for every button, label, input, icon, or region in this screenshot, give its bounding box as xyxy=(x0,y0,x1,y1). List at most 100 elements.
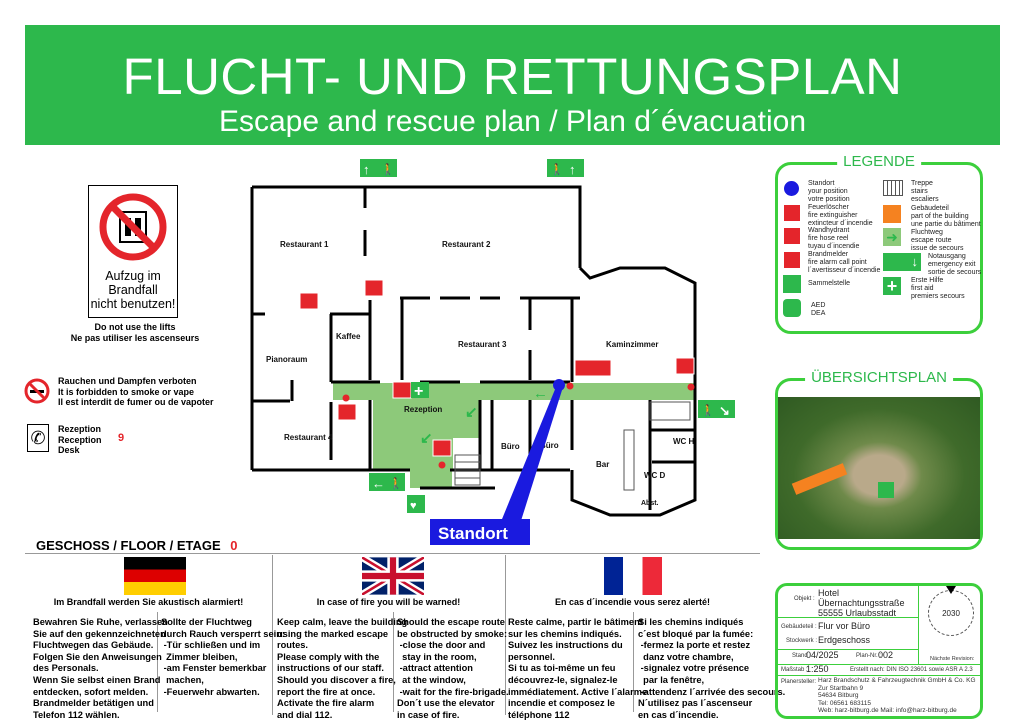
walls xyxy=(250,185,697,517)
instruction-text: Should the escape route be obstructed by… xyxy=(397,617,509,720)
phone-label-en: Reception xyxy=(58,434,102,445)
standort-pointer xyxy=(500,387,563,524)
legend: LEGENDE Standort your position votre pos… xyxy=(775,153,983,334)
legend-item: Wandhydrant fire hose reel tuyau d´incen… xyxy=(808,227,860,250)
stockwerk-value: Erdgeschoss xyxy=(818,635,871,645)
planersteller-line: 54634 Bitburg xyxy=(818,692,859,700)
overview-panel: ÜBERSICHTSPLAN xyxy=(775,369,983,550)
first-aid-icon xyxy=(411,382,429,398)
lift-warning-fr: Ne pas utiliser les ascenseurs xyxy=(70,332,200,343)
building-highlight xyxy=(791,463,848,495)
room-label: Büro xyxy=(540,441,559,450)
fire-extinguisher-icons xyxy=(299,279,695,457)
gebaeudeteil-label: Gebäudeteil : xyxy=(781,624,817,630)
lift-sign-text: nicht benutzen! xyxy=(90,297,176,311)
phone-label-de: Rezeption xyxy=(58,424,102,434)
emergency-exit-icon: ↓ xyxy=(883,253,921,271)
room-label: Pianoraum xyxy=(266,355,307,364)
svg-text:↘: ↘ xyxy=(719,403,730,418)
phone-icon: ✆ xyxy=(27,424,49,452)
position-dot-icon xyxy=(784,181,799,196)
objekt-value: Hotel xyxy=(818,588,840,598)
instruction-heading-de: Im Brandfall werden Sie akustisch alarmi… xyxy=(53,597,244,607)
svg-text:+: + xyxy=(414,383,423,400)
smoking-text-de: Rauchen und Dampfen verboten xyxy=(58,376,197,386)
page-subtitle: Escape and rescue plan / Plan d´évacuati… xyxy=(218,105,807,138)
plan-info-box: Objekt : Hotel Übernachtungsstraße 55555… xyxy=(775,583,983,719)
building-part-icon xyxy=(883,205,901,223)
stockwerk-label: Stockwerk : xyxy=(786,638,818,644)
instruction-text: Bewahren Sie Ruhe, verlassen Sie auf den… xyxy=(33,617,168,720)
fire-extinguisher-icon xyxy=(432,439,452,457)
planersteller-line: Tel: 06561 683115 xyxy=(818,699,872,707)
assembly-point-icon xyxy=(783,275,801,293)
room-label: Büro xyxy=(501,442,520,451)
overview-aerial-photo xyxy=(778,397,980,539)
planersteller-line: Zur Startbahn 9 xyxy=(818,684,864,692)
divider xyxy=(25,553,760,554)
svg-text:←: ← xyxy=(372,476,385,491)
flag-france xyxy=(604,557,662,595)
massstab-value: 1:250 xyxy=(806,664,829,674)
fire-hose-icon xyxy=(783,227,801,245)
room-label: Bar xyxy=(596,460,609,469)
smoking-text-fr: Il est interdit de fumer ou de vapoter xyxy=(58,397,214,407)
planersteller-label: Planersteller: xyxy=(781,679,817,685)
plannr-value: 002 xyxy=(878,650,894,660)
floor-number: 0 xyxy=(230,538,238,553)
room-label: Restaurant 2 xyxy=(442,240,491,249)
fire-alarm-icon xyxy=(783,251,801,269)
lift-sign-text: Aufzug im xyxy=(105,269,161,283)
legend-item: Feuerlöscher fire extinguisher extincteu… xyxy=(808,204,873,227)
aed-icon xyxy=(783,299,801,317)
room-label: WC H xyxy=(673,437,695,446)
emergency-exit-sign xyxy=(547,159,584,177)
svg-text:♥: ♥ xyxy=(410,500,417,512)
svg-text:↙: ↙ xyxy=(465,404,478,421)
room-label: Kaffee xyxy=(336,332,361,341)
revision-year: 2030 xyxy=(942,609,960,618)
no-lift-icon xyxy=(99,193,167,261)
fire-extinguisher-icon xyxy=(299,292,319,310)
instruction-text: Reste calme, partir le bâtiment sur les … xyxy=(508,617,648,720)
svg-text:🚶: 🚶 xyxy=(381,163,395,176)
legend-item: Fluchtweg escape route issue de secours xyxy=(911,229,964,252)
planersteller-line: Web: harz-bitburg.de Mail: info@harz-bit… xyxy=(818,707,957,715)
instruction-heading-fr: En cas d´incendie vous serez alerté! xyxy=(554,597,711,607)
revision-circle: 2030 xyxy=(928,590,974,636)
fire-extinguisher-icon xyxy=(364,279,384,297)
lift-warning-en: Do not use the lifts xyxy=(94,322,176,332)
stand-label: Stand : xyxy=(792,653,812,659)
escape-arrows: ←↙↙ xyxy=(420,385,548,447)
svg-text:🚶: 🚶 xyxy=(550,163,564,176)
fire-extinguisher-icon xyxy=(675,357,695,375)
room-label: Restaurant 3 xyxy=(458,340,507,349)
gebaeudeteil-value: Flur vor Büro xyxy=(818,621,871,631)
exit-signs xyxy=(360,159,735,513)
legend-title: LEGENDE xyxy=(837,153,921,170)
room-label: Rezeption xyxy=(404,405,442,414)
instruction-text: Keep calm, leave the building using the … xyxy=(277,617,408,720)
floor-label: GESCHOSS / FLOOR / ETAGE xyxy=(36,538,221,553)
room-label: WC D xyxy=(644,471,666,480)
room-label: Kaminzimmer xyxy=(606,340,658,349)
emergency-exit-sign xyxy=(369,473,405,491)
objekt-value: Übernachtungsstraße xyxy=(818,598,905,608)
standort-label: Standort xyxy=(438,524,508,543)
legend-item: Brandmelder fire alarm call point l´aver… xyxy=(808,251,881,274)
svg-text:↙: ↙ xyxy=(420,430,433,447)
fire-hose-icon xyxy=(574,359,612,377)
smoking-text-en: It is forbidden to smoke or vape xyxy=(58,386,195,397)
fire-extinguisher-icon xyxy=(392,381,412,399)
phone-number: 9 xyxy=(118,432,125,444)
first-aid-icon: + xyxy=(883,277,901,295)
phone-label-fr: Desk xyxy=(58,445,80,455)
svg-text:🚶: 🚶 xyxy=(389,477,403,490)
legend-item: AED DEA xyxy=(811,302,826,317)
no-smoking-icon xyxy=(24,378,50,404)
assembly-point-icon xyxy=(878,482,894,498)
no-lift-sign: Aufzug im Brandfall nicht benutzen! xyxy=(88,185,178,318)
legend-item: Gebäudeteil part of the building une par… xyxy=(911,205,981,228)
stairs xyxy=(454,401,691,491)
svg-text:🚶: 🚶 xyxy=(701,404,715,417)
